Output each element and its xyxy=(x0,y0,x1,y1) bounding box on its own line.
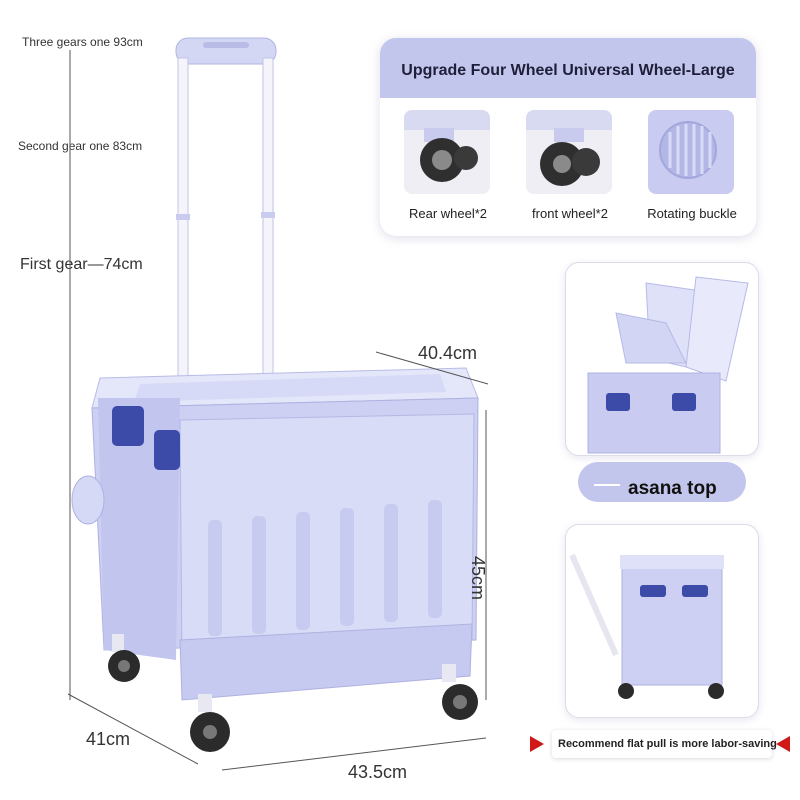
red-arrow-left-icon xyxy=(530,736,544,752)
dimension-depth-top: 40.4cm xyxy=(418,343,478,363)
depth-top-line xyxy=(375,351,489,385)
flat-pull-illustration xyxy=(569,553,724,699)
front-wheel-caption: front wheel*2 xyxy=(532,206,608,221)
red-arrow-right-icon xyxy=(776,736,790,752)
rear-wheel-icon xyxy=(404,110,490,182)
wheels xyxy=(108,634,478,752)
rear-wheel-photo xyxy=(404,110,490,194)
tag-dash xyxy=(594,484,620,486)
flat-pull-photo xyxy=(565,524,759,718)
open-lid-photo xyxy=(565,262,759,456)
dimension-depth-bottom: 41cm xyxy=(86,729,131,749)
panel-header xyxy=(380,38,756,98)
front-wheel-photo xyxy=(526,110,612,194)
recommend-banner xyxy=(552,730,772,758)
box-body xyxy=(71,367,479,701)
gear-label-first: First gear—74cm xyxy=(20,256,143,273)
panel-title: Upgrade Four Wheel Universal Wheel-Large xyxy=(401,62,735,79)
wheel-feature-panel: Upgrade Four Wheel Universal Wheel-Large xyxy=(380,38,756,236)
trolley-illustration xyxy=(67,37,489,771)
lid-tag-text: asana top xyxy=(628,478,717,499)
gear-label-three: Three gears one 93cm xyxy=(22,35,143,49)
front-wheel-icon xyxy=(526,110,612,186)
rotating-buckle-icon xyxy=(648,110,734,194)
recommend-text: Recommend flat pull is more labor-saving xyxy=(558,738,777,750)
dimension-width: 43.5cm xyxy=(348,762,408,782)
lid-tag-badge xyxy=(578,462,746,502)
telescopic-handle xyxy=(175,37,277,379)
open-lid-illustration xyxy=(587,276,749,454)
dimension-height: 45cm xyxy=(468,556,488,601)
rear-wheel-caption: Rear wheel*2 xyxy=(408,206,488,221)
depth-bottom-line xyxy=(67,693,199,765)
buckle-caption: Rotating buckle xyxy=(647,206,737,221)
gear-label-second: Second gear one 83cm xyxy=(18,139,143,153)
rotating-buckle-photo xyxy=(648,110,734,194)
width-line xyxy=(221,737,487,771)
